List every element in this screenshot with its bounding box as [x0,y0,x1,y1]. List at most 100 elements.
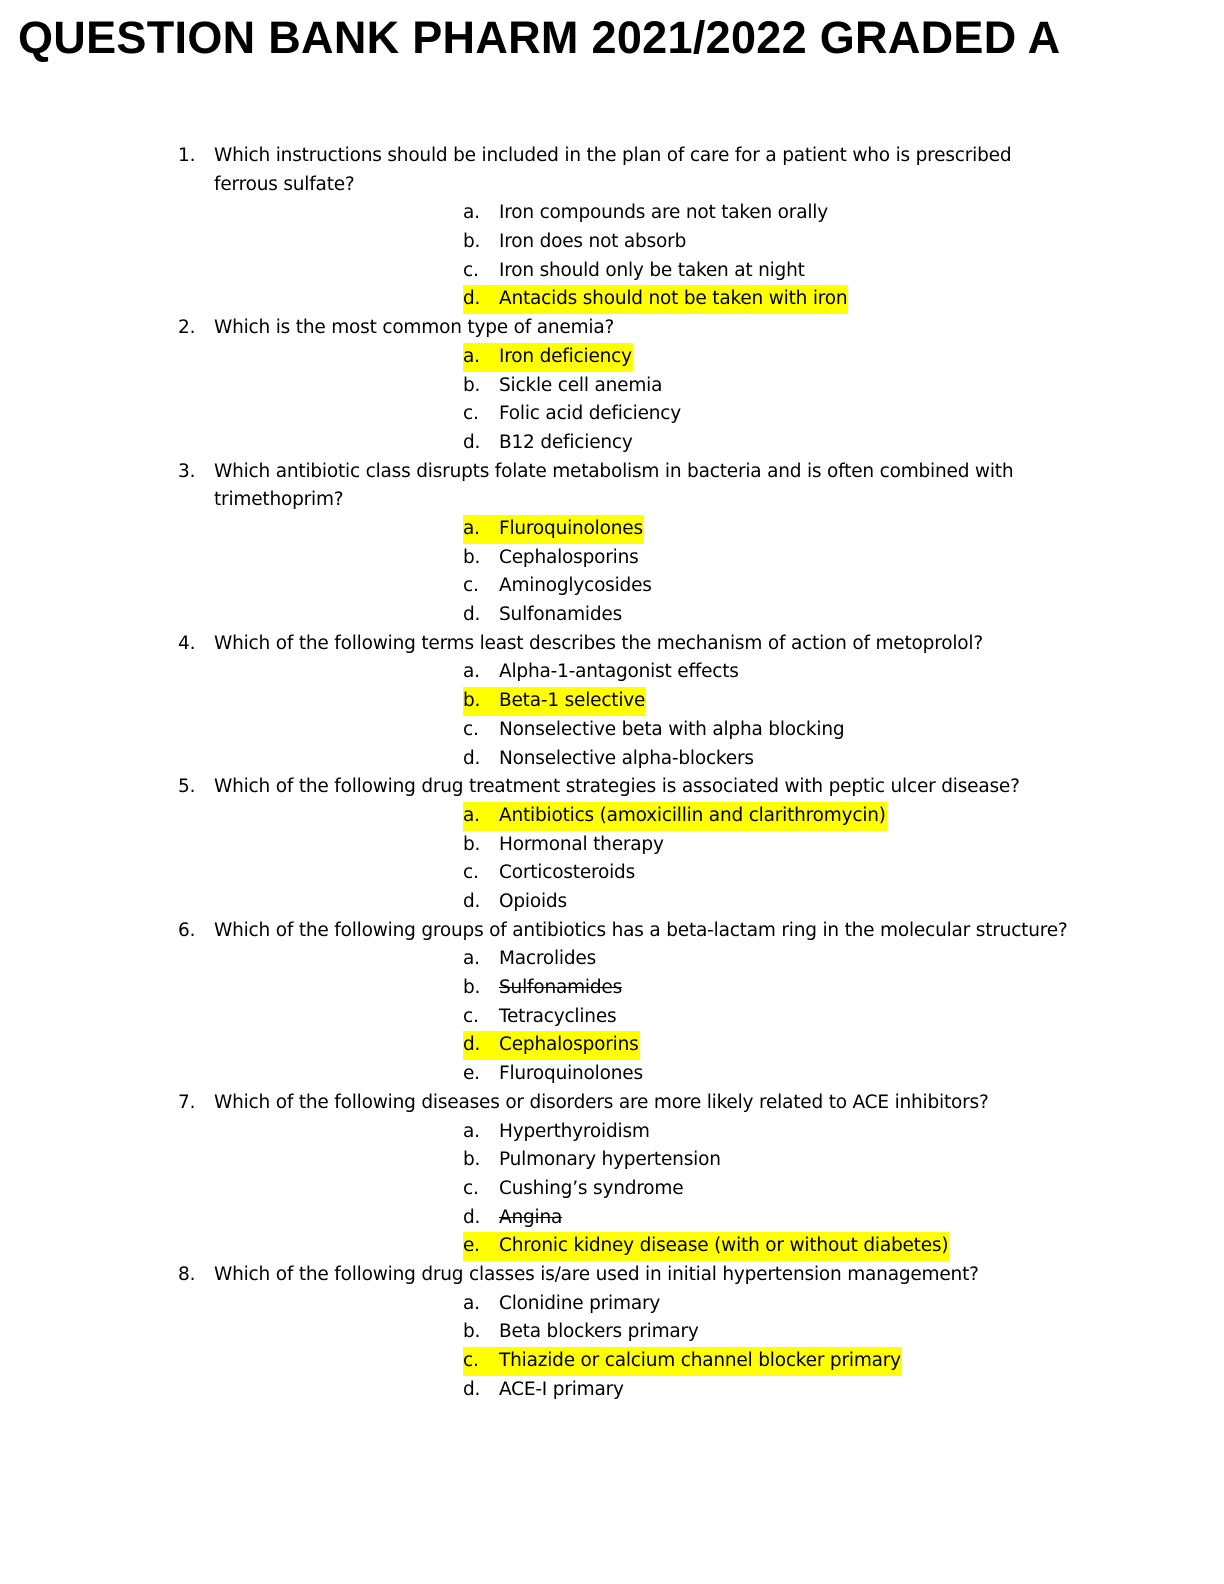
question-text: Which of the following groups of antibio… [214,919,1068,941]
question-text: Which of the following diseases or disor… [214,1091,989,1113]
option-letter: a. [463,804,480,826]
document-title: QUESTION BANK PHARM 2021/2022 GRADED A [18,12,1061,63]
option-text: Iron does not absorb [499,231,687,253]
option-letter: b. [463,977,481,999]
option-letter: b. [463,374,481,396]
answer-option-struck: d.Angina [214,1204,1074,1233]
answer-option: a. Alpha-1-antagonist effects [214,658,1074,687]
answer-option: c. Nonselective beta with alpha blocking [214,716,1074,745]
answer-option-line: c. Nonselective beta with alpha blocking [463,716,845,745]
answer-option-line: b.Hormonal therapy [463,831,665,860]
question-text: Which antibiotic class disrupts folate m… [214,460,1014,511]
question-list: 1. Which instructions should be included … [0,142,1224,1404]
answer-option-line: e. Fluroquinolones [463,1060,644,1089]
question-number: 1. [178,145,196,166]
answer-option-line: c.Tetracyclines [463,1003,617,1032]
option-letter: c. [463,403,479,425]
option-letter: e. [463,1063,480,1085]
answer-option-struck: b. Sulfonamides [214,974,1074,1003]
answer-option: d.Opioids [214,888,1074,917]
answer-option: e. Fluroquinolones [214,1060,1074,1089]
option-text: Fluroquinolones [499,1063,643,1085]
option-text: Cephalosporins [499,546,639,568]
answer-option-line: c.Aminoglycosides [463,572,653,601]
answer-option: c.Corticosteroids [214,859,1074,888]
answer-option-line: d. ACE-I primary [463,1376,625,1405]
answer-option-line: d.Opioids [463,888,568,917]
option-text: Iron deficiency [499,345,632,367]
option-text: Nonselective alpha-blockers [499,747,754,769]
question-number: 3. [178,460,196,482]
answer-option-line: a. Hyperthyroidism [463,1118,651,1147]
option-text: Sulfonamides [499,977,623,999]
answer-option: a. Macrolides [214,945,1074,974]
option-letter: d. [463,1378,481,1400]
answer-option: d. Nonselective alpha-blockers [214,745,1074,774]
answer-option-line: c.Iron should only be taken at night [463,257,806,286]
answer-option: b.Beta blockers primary [214,1318,1074,1347]
option-letter: a. [463,661,480,683]
option-text: Thiazide or calcium channel blocker prim… [499,1350,901,1372]
question-text: Which instructions should be included in… [214,145,1012,195]
option-letter: c. [463,718,479,740]
answer-option-line: b.Pulmonary hypertension [463,1146,722,1175]
answer-option-highlighted: c. Thiazide or calcium channel blocker pr… [214,1347,1074,1376]
answer-option: b. Sickle cell anemia [214,372,1074,401]
option-text: Nonselective beta with alpha blocking [499,718,845,740]
answer-option-list: a. Hyperthyroidism b.Pulmonary hypertensio… [214,1118,1074,1261]
question-number: 7. [178,1091,196,1113]
question-number: 6. [178,919,196,941]
option-letter: a. [463,1120,480,1142]
answer-option-line: b.Iron does not absorb [463,228,687,257]
option-text: Hormonal therapy [499,833,664,855]
option-text: Hyperthyroidism [499,1120,650,1142]
question-item: 8.Which of the following drug classes is… [0,1261,1224,1404]
option-text: Antibiotics (amoxicillin and clarithromy… [499,804,886,826]
option-letter: d. [463,288,481,310]
answer-option-highlighted: a. Iron deficiency [214,342,1074,372]
answer-option-line: d.Cephalosporins [463,1031,640,1061]
answer-option: d. ACE-I primary [214,1376,1074,1405]
option-text: Alpha-1-antagonist effects [499,661,739,683]
question-item: 4.Which of the following terms least des… [0,630,1224,773]
option-text: Chronic kidney disease (with or without … [499,1235,949,1257]
option-letter: a. [463,345,480,367]
answer-option-highlighted: b.Beta-1 selective [214,687,1074,716]
question-item: 3. Which antibiotic class disrupts folate… [0,458,1224,630]
question-number: 4. [178,632,196,654]
answer-option-highlighted: a. Antibiotics (amoxicillin and clarithro… [214,801,1074,831]
answer-option-line: b.Cephalosporins [463,544,640,573]
option-text: ACE-I primary [499,1378,624,1400]
option-letter: c. [463,1350,479,1372]
answer-option-line: c.Folic acid deficiency [463,400,682,429]
question-item: 7. Which of the following diseases or dis… [0,1089,1224,1261]
option-text: Macrolides [499,948,597,970]
option-text: Iron should only be taken at night [499,259,805,281]
option-text: Tetracyclines [499,1005,617,1027]
answer-option-line: b. Sickle cell anemia [463,372,663,401]
option-letter: d. [463,431,481,453]
option-letter: a. [463,948,480,970]
question-item: 5.Which of the following drug treatment … [0,773,1224,916]
answer-option-line: a.Fluroquinolones [463,515,644,544]
option-text: Beta blockers primary [499,1321,699,1343]
option-letter: a. [463,1292,480,1314]
option-letter: d. [463,747,481,769]
question-text: Which of the following drug classes is/a… [214,1263,979,1285]
question-text: Which of the following drug treatment st… [214,776,1020,798]
answer-option-line: d.Angina [463,1204,563,1233]
answer-option: c.Folic acid deficiency [214,400,1074,429]
answer-option-line: a. Antibiotics (amoxicillin and clarithro… [463,801,887,831]
answer-option: c.Aminoglycosides [214,572,1074,601]
answer-option-highlighted: d.Antacids should not be taken with iron [214,285,1074,315]
answer-option-line: d.Sulfonamides [463,601,623,630]
option-text: Cephalosporins [499,1034,639,1056]
answer-option-highlighted: d.Cephalosporins [214,1031,1074,1061]
option-letter: d. [463,890,481,912]
option-letter: c. [463,575,479,597]
option-text: Sickle cell anemia [499,374,663,396]
answer-option-line: a.Iron compounds are not taken orally [463,199,829,228]
option-letter: c. [463,1177,479,1199]
answer-option: a.Iron compounds are not taken orally [214,199,1074,228]
